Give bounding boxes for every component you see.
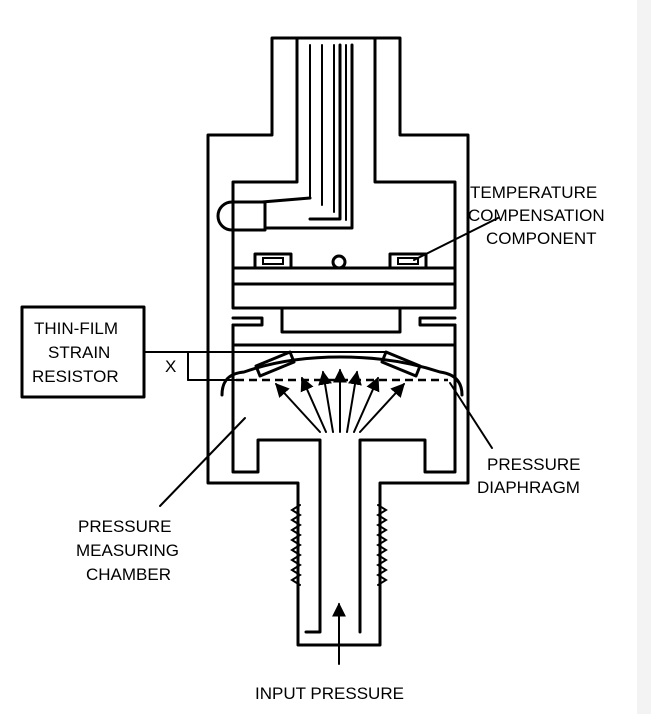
middle-partition bbox=[231, 306, 457, 347]
component-left bbox=[253, 252, 293, 270]
strain-label-1: THIN-FILM bbox=[34, 319, 118, 338]
thread-left bbox=[290, 504, 302, 586]
temperature-label-1: TEMPERATURE bbox=[470, 183, 597, 202]
strain-label-2: STRAIN bbox=[48, 343, 110, 362]
diaphragm-label-1: PRESSURE bbox=[487, 455, 581, 474]
component-center bbox=[331, 254, 347, 270]
thermistor-icon bbox=[216, 200, 267, 232]
strain-resistor-right bbox=[380, 350, 422, 378]
input-pressure-label: INPUT PRESSURE bbox=[255, 684, 404, 703]
chamber-leader bbox=[159, 417, 246, 507]
chamber-label-3: CHAMBER bbox=[86, 565, 171, 584]
temperature-leader bbox=[413, 217, 499, 261]
diaphragm-label-2: DIAPHRAGM bbox=[477, 478, 580, 497]
displacement-dimension bbox=[187, 351, 387, 381]
housing-outline bbox=[206, 36, 470, 647]
strain-resistor-left bbox=[254, 350, 296, 378]
diaphragm-leader bbox=[449, 382, 493, 449]
chamber-label-2: MEASURING bbox=[76, 541, 179, 560]
right-edge-strip bbox=[637, 0, 651, 714]
temperature-label-3: COMPONENT bbox=[486, 229, 597, 248]
chamber-label-1: PRESSURE bbox=[78, 517, 172, 536]
strain-label-3: RESISTOR bbox=[32, 367, 119, 386]
temperature-label-2: COMPENSATION bbox=[468, 206, 605, 225]
measuring-chamber bbox=[231, 343, 457, 634]
pressure-arrows bbox=[275, 368, 405, 433]
upper-chamber bbox=[231, 36, 457, 310]
component-right bbox=[388, 252, 428, 270]
pressure-diaphragm bbox=[220, 355, 464, 397]
lead-wires bbox=[260, 43, 354, 230]
thread-right bbox=[376, 504, 388, 586]
circuit-board bbox=[231, 266, 457, 286]
gap-label: X bbox=[165, 357, 176, 376]
